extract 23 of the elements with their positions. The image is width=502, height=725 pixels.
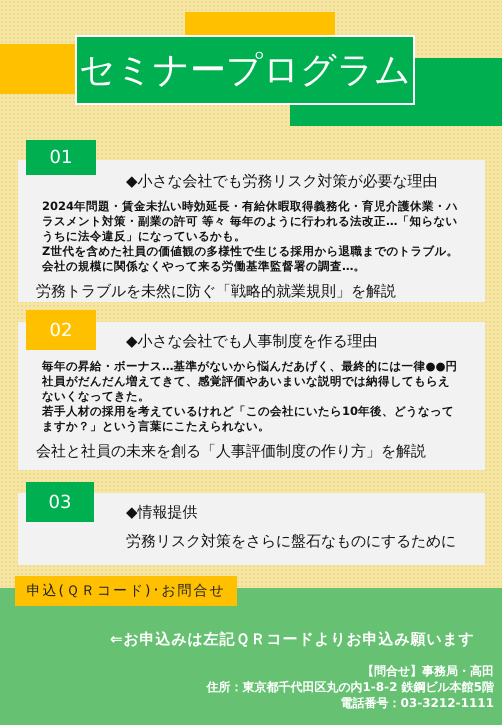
section-summary: 会社と社員の未来を創る「人事評価制度の作り方」を解説 <box>36 442 427 461</box>
body-text: 会社の規模に関係なくやって来る労働基準監督署の調査…。 <box>42 258 366 274</box>
body-text: 毎年の昇給・ボーナス…基準がないから悩んだあげく、最終的には一律●●円 <box>42 359 459 374</box>
section-card <box>18 493 485 565</box>
section-heading: ◆情報提供 <box>126 503 199 522</box>
section-summary: 労務リスク対策をさらに盤石なものにするために <box>126 532 457 551</box>
section-card <box>18 322 485 470</box>
contact-text: 【問合せ】事務局・高田 <box>361 663 494 680</box>
section-heading: ◆小さな会社でも人事制度を作る理由 <box>126 332 379 351</box>
contact-text: 電話番号：03-3212-1111 <box>340 695 494 712</box>
section-heading: ◆小さな会社でも労務リスク対策が必要な理由 <box>126 172 439 191</box>
contact-text: 住所：東京都千代田区丸の内1-8-2 鉄鋼ビル本館5階 <box>205 679 494 696</box>
instruction-text: ⇐お申込みは左記ＱＲコードよりお申込み願います <box>110 630 476 649</box>
number-badge: 03 <box>26 482 94 522</box>
section-summary: 労務トラブルを未然に防ぐ「戦略的就業規則」を解説 <box>36 282 397 301</box>
title-banner: セミナープログラム <box>75 35 415 105</box>
body-text: 2024年問題・賃金未払い時効延長・有給休暇取得義務化・育児介護休業・ハラスメント対策・副業の許可 等々 毎年のように行われる法改正…「知らないうちに法令違反」になっているかも。 <box>42 199 460 244</box>
number-badge: 02 <box>26 310 96 350</box>
section-tab: 申込(ＱＲコード)･お問合せ <box>15 576 237 606</box>
body-text: 社員がだんだん増えてきて、感覚評価やあいまいな説明では納得してもらえないくなってきた。 <box>42 374 451 404</box>
body-text: Z世代を含めた社員の価値観の多様性で生じる採用から退職までのトラブル。 <box>42 244 460 259</box>
body-text: 若手人材の採用を考えているけれど「この会社にいたら10年後、どうなってますか？」という言葉にこたえられない。 <box>42 404 456 434</box>
number-badge: 01 <box>26 140 96 175</box>
